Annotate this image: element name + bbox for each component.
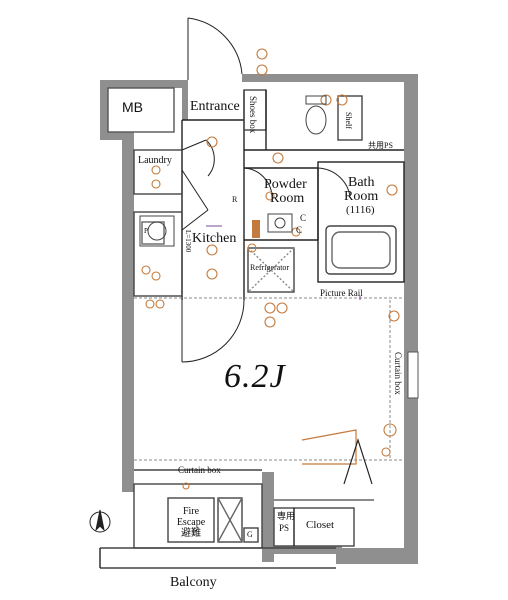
toilet-symbol [305,95,327,135]
curtain-box-right-label: Curtain box [393,352,403,395]
bath-room-label-2: Room [344,189,379,204]
entrance-label: Entrance [190,99,240,114]
washer-symbol [139,215,175,247]
r-mark: R [232,195,238,204]
refrigerator-label: Refrigerator [250,263,290,272]
fixtures [141,48,400,490]
kitchen-length-label: L=1300 [184,230,192,253]
c-mark-powder: C [300,213,307,223]
bath-size-label: (1116) [346,204,375,216]
closet-label: Closet [306,519,335,531]
fire-escape-label-2: Escape [176,517,206,528]
fire-escape-label-1: Fire [182,506,200,517]
bath-room-label-1: Bath [348,175,375,190]
mb-label: MB [122,99,143,115]
partitions [99,87,405,569]
kitchen-label: Kitchen [192,231,237,246]
powder-sink-symbol [252,213,293,238]
balcony-label: Balcony [170,575,217,590]
picture-rail-label: Picture Rail [320,288,363,298]
c-mark-refrigerator: C [296,225,303,235]
shelf-label: Shelf [344,112,353,129]
g-mark: G [247,530,253,539]
shoes-box-label: Shoes box [248,96,258,134]
curtain-box-bottom-label: Curtain box [178,465,221,475]
private-ps-label-1: 専用 [277,511,296,521]
powder-room-label-1: Powder [264,177,307,192]
laundry-label: Laundry [138,155,172,166]
powder-room-label-2: Room [270,191,305,206]
fire-escape-label-3: 避難 [181,528,201,539]
private-ps-label-2: PS [279,523,290,533]
outer-walls [100,74,419,564]
p-mark: P [144,227,148,235]
north-arrow [89,509,111,533]
leader-lines [206,225,361,300]
room-area-label: 6.2J [224,358,286,395]
common-ps-label: 共用PS [368,141,393,150]
